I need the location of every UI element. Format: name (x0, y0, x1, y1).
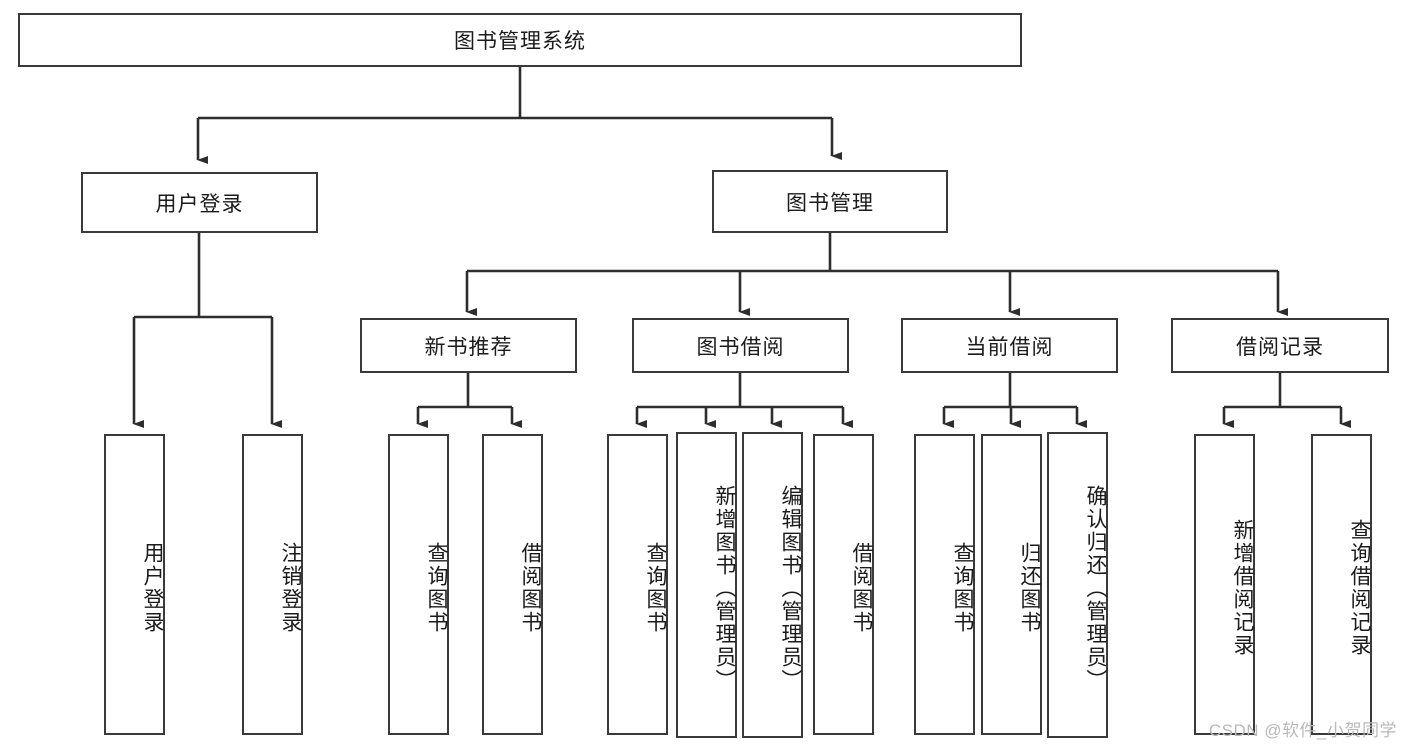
node-label: 查询图书 (425, 541, 448, 634)
node-label: 新增图书（管理员） (713, 484, 736, 692)
node-label: 图书管理 (786, 191, 874, 215)
leaf-borrow-record-add[interactable]: 新增借阅记录 (1194, 434, 1255, 735)
node-user-login[interactable]: 用户登录 (81, 172, 318, 233)
node-label: 借阅图书 (850, 541, 873, 634)
leaf-current-borrow-confirm-admin[interactable]: 确认归还（管理员） (1047, 432, 1108, 738)
leaf-current-borrow-query[interactable]: 查询图书 (914, 434, 975, 735)
node-label: 当前借阅 (965, 335, 1054, 359)
node-label: 新增借阅记录 (1231, 518, 1254, 657)
node-label: 借阅记录 (1236, 335, 1324, 359)
node-label: 新书推荐 (424, 335, 513, 359)
leaf-user-login-signout[interactable]: 注销登录 (242, 434, 303, 735)
node-label: 图书借阅 (696, 335, 785, 359)
node-label: 查询图书 (644, 541, 667, 634)
node-label: 用户登录 (141, 541, 164, 634)
leaf-book-borrow-borrow[interactable]: 借阅图书 (813, 434, 874, 735)
node-new-book-recommend[interactable]: 新书推荐 (360, 318, 577, 373)
node-borrow-record[interactable]: 借阅记录 (1171, 318, 1389, 373)
leaf-book-borrow-edit-admin[interactable]: 编辑图书（管理员） (742, 432, 803, 738)
leaf-user-login-signin[interactable]: 用户登录 (104, 434, 165, 735)
node-label: 用户登录 (155, 192, 244, 216)
leaf-new-book-query[interactable]: 查询图书 (388, 434, 449, 735)
node-label: 借阅图书 (519, 541, 542, 634)
node-label: 查询图书 (951, 541, 974, 634)
leaf-borrow-record-query[interactable]: 查询借阅记录 (1311, 434, 1372, 735)
node-book-borrow[interactable]: 图书借阅 (632, 318, 849, 373)
node-book-management[interactable]: 图书管理 (712, 170, 948, 233)
node-root-book-management-system[interactable]: 图书管理系统 (18, 13, 1022, 67)
node-label: 确认归还（管理员） (1084, 484, 1107, 692)
leaf-book-borrow-add-admin[interactable]: 新增图书（管理员） (676, 432, 737, 738)
leaf-book-borrow-query[interactable]: 查询图书 (607, 434, 668, 735)
node-label: 注销登录 (279, 541, 302, 634)
node-label: 图书管理系统 (454, 30, 586, 53)
leaf-new-book-borrow[interactable]: 借阅图书 (482, 434, 543, 735)
leaf-current-borrow-return[interactable]: 归还图书 (981, 434, 1042, 735)
watermark: CSDN @软件_小贺同学 (1208, 721, 1397, 740)
node-label: 编辑图书（管理员） (779, 484, 802, 692)
node-label: 查询借阅记录 (1348, 518, 1371, 657)
node-current-borrow[interactable]: 当前借阅 (901, 318, 1118, 373)
node-label: 归还图书 (1018, 541, 1041, 634)
